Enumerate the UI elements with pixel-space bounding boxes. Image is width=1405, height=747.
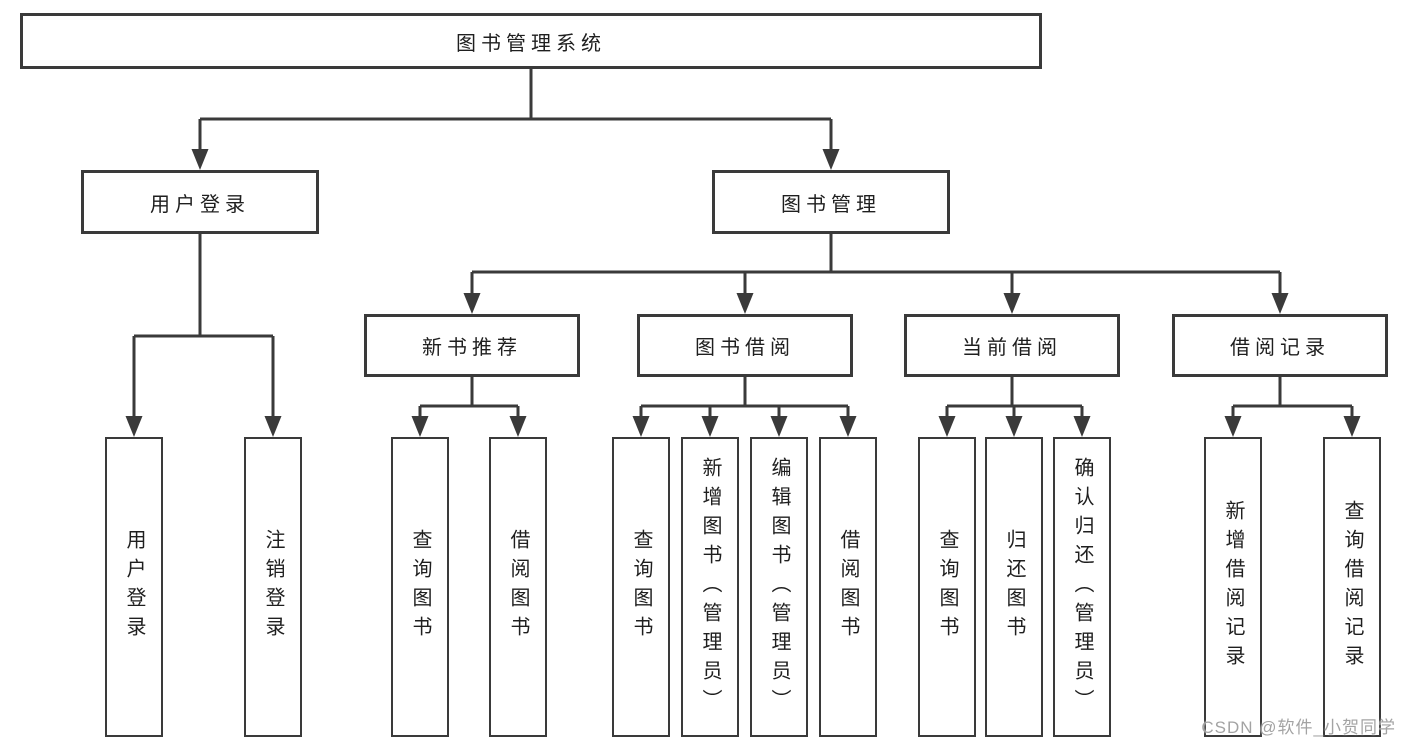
node-book-borrowing: 图书借阅 — [637, 314, 853, 377]
leaf-query-books-current: 查询图书 — [918, 437, 976, 737]
node-borrowing-records: 借阅记录 — [1172, 314, 1388, 377]
leaf-borrow-books-recommend: 借阅图书 — [489, 437, 547, 737]
node-new-book-recommend: 新书推荐 — [364, 314, 580, 377]
leaf-query-borrow-record: 查询借阅记录 — [1323, 437, 1381, 737]
node-current-borrowing: 当前借阅 — [904, 314, 1120, 377]
arrowhead-icons — [125, 149, 1361, 437]
node-library-management-system: 图书管理系统 — [20, 13, 1042, 69]
leaf-edit-books-admin: 编辑图书（管理员） — [750, 437, 808, 737]
connector-group — [132, 69, 1354, 418]
leaf-add-borrow-record: 新增借阅记录 — [1204, 437, 1262, 737]
leaf-logout: 注销登录 — [244, 437, 302, 737]
leaf-borrow-books: 借阅图书 — [819, 437, 877, 737]
leaf-user-login: 用户登录 — [105, 437, 163, 737]
leaf-query-books-borrowing: 查询图书 — [612, 437, 670, 737]
leaf-confirm-return-admin: 确认归还（管理员） — [1053, 437, 1111, 737]
leaf-add-books-admin: 新增图书（管理员） — [681, 437, 739, 737]
csdn-watermark: CSDN @软件_小贺同学 — [1201, 718, 1396, 737]
leaf-return-books: 归还图书 — [985, 437, 1043, 737]
node-user-login: 用户登录 — [81, 170, 319, 234]
leaf-query-books-recommend: 查询图书 — [391, 437, 449, 737]
node-book-management: 图书管理 — [712, 170, 950, 234]
